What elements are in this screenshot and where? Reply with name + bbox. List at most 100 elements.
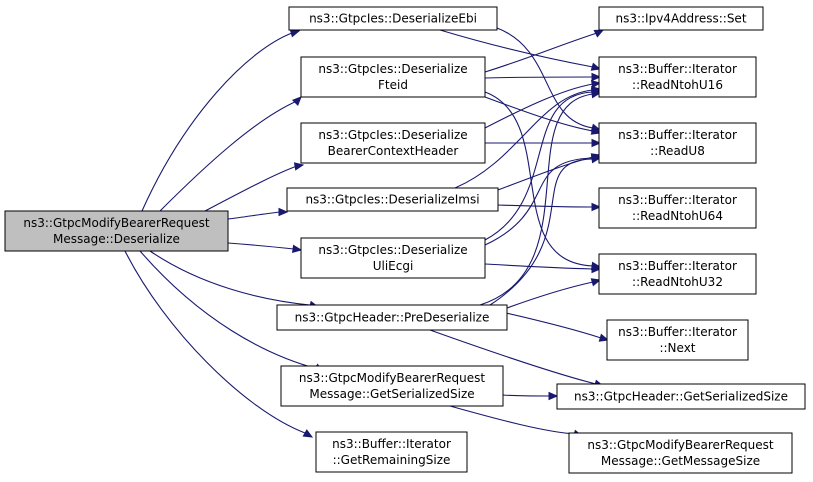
- edge-fteid-to-u32: [484, 91, 602, 271]
- node-imsi[interactable]: ns3::GtpcIes::DeserializeImsi: [286, 187, 499, 212]
- node-next[interactable]: ns3::Buffer::Iterator::Next: [606, 319, 749, 361]
- node-label: Message::GetMessageSize: [601, 454, 760, 468]
- arrowhead-icon: [548, 391, 559, 401]
- arrowhead-icon: [291, 244, 303, 254]
- edge-ebi-to-u8: [496, 27, 602, 132]
- node-box: [598, 253, 757, 295]
- node-u16[interactable]: ns3::Buffer::Iterator::ReadNtohU16: [598, 56, 757, 98]
- edge-pre-to-u32: [506, 278, 602, 309]
- node-label: ns3::GtpcIes::Deserialize: [318, 62, 467, 76]
- edge-line: [497, 156, 594, 191]
- arrowhead-icon: [590, 126, 602, 135]
- edge-line: [484, 91, 594, 267]
- edge-line: [506, 281, 594, 309]
- edge-line: [149, 250, 311, 306]
- arrowhead-icon: [289, 29, 301, 38]
- node-label: ns3::Buffer::Iterator: [618, 259, 737, 273]
- node-box: [598, 122, 757, 164]
- arrowhead-icon: [593, 29, 605, 38]
- edge-line: [439, 29, 594, 68]
- edge-uli-to-u16: [484, 87, 602, 241]
- edge-line: [227, 242, 295, 250]
- node-label: ::ReadNtohU64: [632, 209, 723, 223]
- node-gms[interactable]: ns3::GtpcModifyBearerRequestMessage::Get…: [568, 432, 793, 474]
- edge-root-to-bch: [204, 162, 305, 212]
- node-label: Message::Deserialize: [53, 232, 180, 246]
- node-u64[interactable]: ns3::Buffer::Iterator::ReadNtohU64: [598, 187, 757, 229]
- edge-line: [454, 89, 594, 189]
- node-pre[interactable]: ns3::GtpcHeader::PreDeserialize: [276, 304, 508, 331]
- node-hgss[interactable]: ns3::GtpcHeader::GetSerializedSize: [556, 383, 806, 410]
- edge-line: [429, 329, 597, 385]
- node-root[interactable]: ns3::GtpcModifyBearerRequestMessage::Des…: [4, 210, 229, 252]
- edge-root-to-imsi: [227, 207, 289, 220]
- node-label: Fteid: [378, 78, 408, 92]
- node-label: UliEcgi: [373, 259, 414, 273]
- node-box: [300, 56, 486, 98]
- node-bch[interactable]: ns3::GtpcIes::DeserializeBearerContextHe…: [300, 122, 486, 164]
- node-u32[interactable]: ns3::Buffer::Iterator::ReadNtohU32: [598, 253, 757, 295]
- edge-gss-to-hgss: [502, 391, 559, 401]
- node-u8[interactable]: ns3::Buffer::Iterator::ReadU8: [598, 122, 757, 164]
- node-box: [598, 56, 757, 98]
- node-label: ::ReadNtohU16: [632, 78, 723, 92]
- node-box: [276, 304, 508, 331]
- node-gss[interactable]: ns3::GtpcModifyBearerRequestMessage::Get…: [280, 365, 504, 407]
- edge-root-to-grs: [124, 250, 314, 438]
- node-box: [4, 210, 229, 252]
- edge-line: [141, 32, 293, 212]
- node-label: Message::GetSerializedSize: [309, 387, 474, 401]
- node-label: BearerContextHeader: [328, 144, 459, 158]
- node-box: [606, 319, 749, 361]
- node-box: [288, 6, 498, 31]
- node-label: ::GetRemainingSize: [333, 453, 451, 467]
- edge-line: [484, 32, 598, 73]
- edge-root-to-fteid: [159, 96, 302, 212]
- node-label: ns3::Buffer::Iterator: [618, 128, 737, 142]
- node-label: ns3::Buffer::Iterator: [332, 437, 451, 451]
- node-box: [598, 6, 764, 31]
- node-ebi[interactable]: ns3::GtpcIes::DeserializeEbi: [288, 6, 498, 31]
- arrowhead-icon: [293, 162, 305, 171]
- arrowhead-icon: [591, 72, 602, 82]
- node-box: [286, 187, 499, 212]
- node-box: [556, 383, 806, 410]
- node-label: ns3::GtpcIes::Deserialize: [318, 243, 467, 257]
- edge-bch-to-u8: [484, 138, 602, 148]
- arrowhead-icon: [590, 62, 602, 71]
- arrowhead-icon: [591, 264, 602, 274]
- node-ipv4[interactable]: ns3::Ipv4Address::Set: [598, 6, 764, 31]
- edge-line: [484, 96, 594, 132]
- arrowhead-icon: [590, 154, 602, 164]
- edge-root-to-pre: [149, 250, 320, 310]
- edge-line: [479, 93, 594, 306]
- edge-ebi-to-u16: [439, 29, 602, 71]
- node-box: [300, 122, 486, 164]
- edge-gss-to-gms: [449, 405, 584, 438]
- edge-line: [484, 83, 594, 129]
- call-edges: [124, 27, 610, 438]
- edge-imsi-to-u64: [497, 202, 602, 212]
- arrowhead-icon: [590, 79, 602, 89]
- edge-pre-to-u8: [489, 154, 602, 306]
- node-box: [315, 431, 468, 473]
- arrowhead-icon: [590, 278, 602, 287]
- arrowhead-icon: [598, 333, 610, 342]
- edge-root-to-ebi: [141, 29, 301, 212]
- arrowhead-icon: [591, 202, 602, 212]
- edge-pre-to-u16: [479, 89, 602, 306]
- node-grs[interactable]: ns3::Buffer::Iterator::GetRemainingSize: [315, 431, 468, 473]
- edge-bch-to-u16: [484, 79, 602, 129]
- node-label: ns3::Ipv4Address::Set: [615, 12, 746, 26]
- node-label: ns3::Buffer::Iterator: [618, 193, 737, 207]
- arrowhead-icon: [291, 96, 302, 107]
- node-label: ::ReadU8: [650, 144, 705, 158]
- edge-line: [159, 100, 298, 212]
- edge-fteid-to-u16: [484, 72, 602, 82]
- node-label: ns3::GtpcHeader::PreDeserialize: [295, 311, 490, 325]
- edge-line: [502, 394, 551, 397]
- arrowhead-icon: [302, 429, 314, 438]
